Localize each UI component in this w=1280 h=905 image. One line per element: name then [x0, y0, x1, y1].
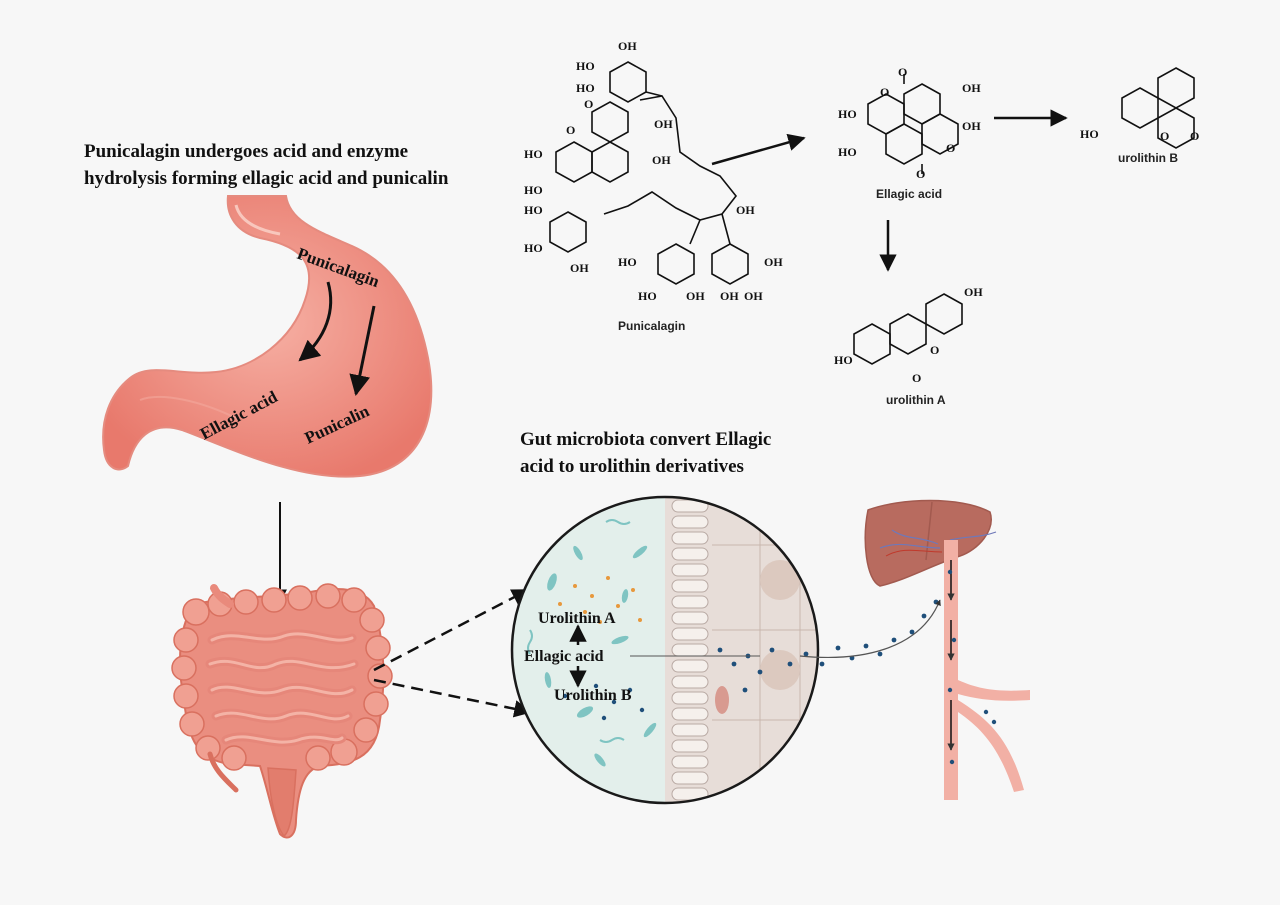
atom-ho-5: HO — [524, 203, 543, 217]
circle-label-urolithin-a: Urolithin A — [538, 610, 616, 627]
urolithin-b-atom-o-ring: O — [1160, 129, 1169, 143]
dashed-arrow-upper — [373, 588, 530, 672]
punicalagin-structure: OH HO HO O OH O HO OH HO HO OH HO OH HO … — [524, 39, 783, 333]
atom-oh-9: OH — [744, 289, 763, 303]
ellagic-atom-ho-2: HO — [838, 145, 857, 159]
ellagic-acid-structure: O O OH HO OH O HO O Ellagic acid — [838, 65, 981, 201]
ellagic-atom-oh-1: OH — [962, 81, 981, 95]
portal-flow-arrow — [799, 599, 941, 659]
compound-label-urolithin-a: urolithin A — [886, 393, 946, 407]
stomach-caption-line1: Punicalagin undergoes acid and enzyme — [84, 141, 409, 162]
ellagic-atom-o-ring1: O — [880, 85, 889, 99]
arrow-punicalagin-to-ellagic — [711, 133, 806, 166]
ellagic-atom-ho-1: HO — [838, 107, 857, 121]
stomach-illustration — [102, 195, 433, 478]
stomach-caption: Punicalagin undergoes acid and enzyme hy… — [84, 138, 448, 192]
liver-illustration — [864, 499, 997, 587]
circle-label-ellagic-acid: Ellagic acid — [524, 648, 604, 665]
stomach-arrow-ellagic — [298, 281, 333, 362]
intestine-illustration — [171, 583, 393, 839]
blood-vessel — [944, 540, 1030, 800]
urolithin-a-atom-oh: OH — [964, 285, 983, 299]
atom-ho-3: HO — [524, 147, 543, 161]
urolithin-a-atom-ho: HO — [834, 353, 853, 367]
atom-oh-7: OH — [686, 289, 705, 303]
urolithin-a-atom-o-ring: O — [930, 343, 939, 357]
atom-oh-5: OH — [570, 261, 589, 275]
circle-label-urolithin-b: Urolithin B — [554, 687, 632, 704]
gut-lumen-magnifier — [510, 495, 820, 805]
ellagic-atom-o-bottom: O — [916, 167, 925, 181]
atom-oh-3: OH — [652, 153, 671, 167]
compound-label-ellagic-acid: Ellagic acid — [876, 187, 942, 201]
atom-ho-2: HO — [576, 81, 595, 95]
gut-caption-line1: Gut microbiota convert Ellagic — [520, 429, 772, 450]
urolithin-b-atom-ho: HO — [1080, 127, 1099, 141]
atom-oh-4: OH — [736, 203, 755, 217]
stomach-caption-line2: hydrolysis forming ellagic acid and puni… — [84, 168, 449, 189]
dashed-arrow-lower — [373, 678, 532, 718]
atom-o-1: O — [584, 97, 593, 111]
atom-oh-8: OH — [720, 289, 739, 303]
compound-label-urolithin-b: urolithin B — [1118, 151, 1178, 165]
ellagic-atom-o-top: O — [898, 65, 907, 79]
atom-oh-1: OH — [618, 39, 637, 53]
ellagic-atom-oh-2: OH — [962, 119, 981, 133]
urolithin-b-atom-o-carbonyl: O — [1190, 129, 1199, 143]
atom-o-2: O — [566, 123, 575, 137]
atom-oh-2: OH — [654, 117, 673, 131]
ellagic-atom-o-ring2: O — [946, 141, 955, 155]
stomach-arrow-punicalin — [349, 305, 376, 397]
atom-oh-6: OH — [764, 255, 783, 269]
gut-caption: Gut microbiota convert Ellagic acid to u… — [520, 426, 771, 480]
gut-caption-line2: acid to urolithin derivatives — [520, 456, 744, 477]
urolithin-b-structure: HO O O urolithin B — [1080, 67, 1199, 165]
atom-ho-1: HO — [576, 59, 595, 73]
atom-ho-7: HO — [618, 255, 637, 269]
absorbed-metabolites — [803, 599, 939, 667]
urolithin-a-structure: OH O HO O urolithin A — [834, 285, 983, 407]
urolithin-a-atom-o-carbonyl: O — [912, 371, 921, 385]
atom-ho-4: HO — [524, 183, 543, 197]
compound-label-punicalagin: Punicalagin — [618, 319, 685, 333]
atom-ho-6: HO — [524, 241, 543, 255]
atom-ho-8: HO — [638, 289, 657, 303]
